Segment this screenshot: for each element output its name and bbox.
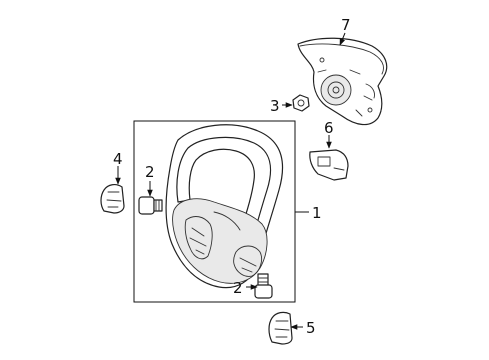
callout-2-lower: 2: [233, 279, 243, 297]
steering-wheel-illustration: [165, 124, 284, 289]
callout-leader-7: [339, 32, 346, 46]
callout-7: 7: [341, 16, 351, 34]
callout-1: 1: [312, 204, 322, 222]
screw-upper: [138, 196, 163, 215]
side-cover-left: [100, 184, 125, 214]
nut: [292, 94, 310, 112]
callout-4: 4: [113, 150, 123, 168]
airbag-module: [297, 37, 388, 126]
switch-assembly: [309, 149, 349, 181]
callout-6: 6: [324, 119, 334, 137]
side-cover-right: [268, 311, 293, 345]
callout-2-upper: 2: [145, 163, 155, 181]
screw-lower: [254, 273, 273, 299]
callout-5: 5: [306, 319, 316, 337]
callout-3: 3: [270, 97, 280, 115]
